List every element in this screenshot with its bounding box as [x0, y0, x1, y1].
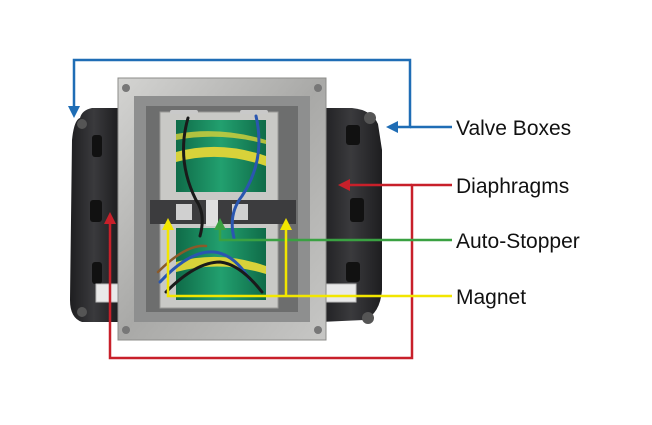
- label-auto-stopper: Auto-Stopper: [456, 230, 580, 253]
- label-magnet: Magnet: [456, 286, 527, 309]
- upper-coil: [176, 120, 266, 192]
- valve-boxes-callout: [68, 58, 452, 133]
- label-diaphragms: Diaphragms: [456, 175, 570, 198]
- center-mechanism: [150, 200, 296, 226]
- label-valve-boxes: Valve Boxes: [456, 117, 572, 140]
- magnet-callout: [162, 218, 452, 298]
- right-white-block: [321, 283, 357, 303]
- diaphragms-callout: [104, 179, 452, 360]
- left-housing: [70, 108, 118, 322]
- right-housing: [320, 108, 382, 324]
- auto-stopper-callout: [214, 218, 452, 242]
- wires: [156, 110, 268, 294]
